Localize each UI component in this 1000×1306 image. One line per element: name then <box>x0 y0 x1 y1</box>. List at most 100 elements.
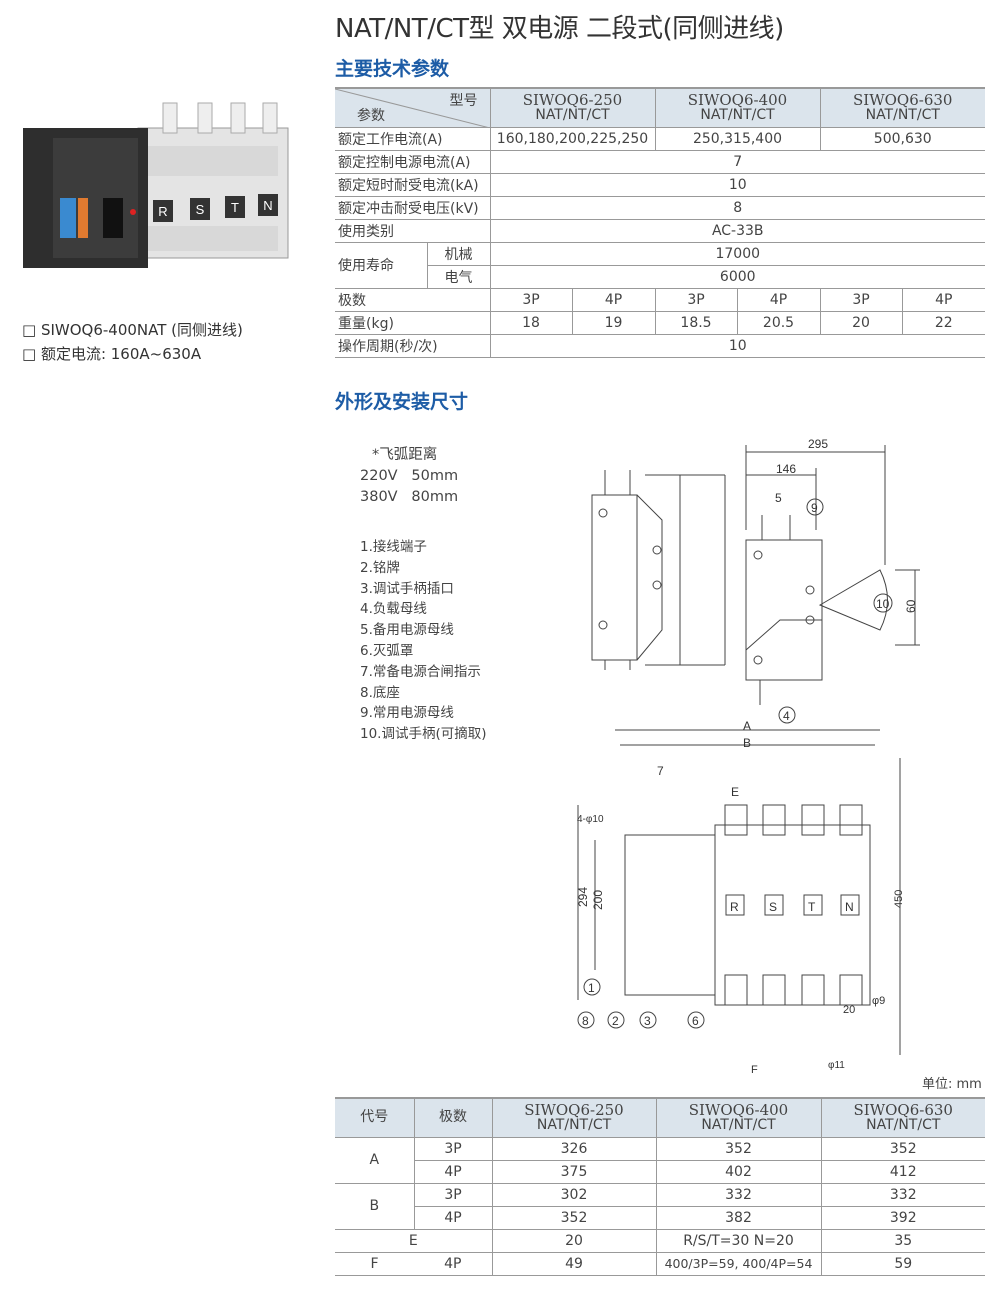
dim_table-B-v4-0: 352 <box>491 1206 656 1230</box>
spec_table-weight-label: 重量(kg) <box>335 311 490 335</box>
spec_table-control_current-label: 额定控制电源电流(A) <box>335 150 490 174</box>
drawing_labels-F: F <box>751 1064 758 1076</box>
dim_table-B-v3-2: 332 <box>820 1183 985 1207</box>
dim_table-models-0-series: NAT/NT/CT <box>536 1116 612 1133</box>
phase-label: S <box>769 900 777 914</box>
corner-param-label: 参数 <box>357 108 385 124</box>
phase-label: R <box>730 900 739 914</box>
dim_table-models-2-series: NAT/NT/CT <box>866 1116 941 1133</box>
spec_table-weight-values-5: 22 <box>901 311 985 335</box>
dim_table-F-values-0: 49 <box>491 1252 656 1276</box>
dim_table-A-v3-2: 352 <box>820 1137 985 1161</box>
legend-item: 5.备用电源母线 <box>360 622 454 639</box>
dim_table-E-values-0: 20 <box>491 1229 656 1253</box>
dim_table-A-v4-2: 412 <box>820 1160 985 1184</box>
legend-item: 1.接线端子 <box>360 539 427 555</box>
spec_table-models-2-series: NAT/NT/CT <box>865 106 940 123</box>
drawing_labels-n7: 7 <box>657 764 664 778</box>
dim_table-A-code: A <box>335 1137 414 1184</box>
spec_table-models-1-series: NAT/NT/CT <box>700 106 775 123</box>
dim_table-A-p3: 3P <box>413 1137 492 1161</box>
spec_table-life-label: 使用寿命 <box>335 242 427 289</box>
product-body <box>23 102 289 268</box>
product-caption-model: □ SIWOQ6-400NAT (同侧进线) <box>22 321 243 339</box>
arc_distance-title: *飞弧距离 <box>372 447 438 463</box>
legend-item: 8.底座 <box>360 684 400 701</box>
spec_table-category-value: AC-33B <box>489 219 985 243</box>
drawing_labels-d450: 450 <box>893 890 905 908</box>
drawing_labels-B: B <box>743 736 751 750</box>
spec_table-life-mech_label: 机械 <box>426 242 490 266</box>
phase-label: N <box>845 900 854 914</box>
spec_table-poles-values-2: 3P <box>654 288 737 312</box>
dim_table-models-0-name: SIWOQ6-250 <box>524 1100 624 1119</box>
drawing_labels-n8: 8 <box>582 1014 589 1028</box>
table-row: 额定控制电源电流(A)7 <box>335 150 985 174</box>
dim_table-A-v4-0: 375 <box>491 1160 656 1184</box>
spec_table-poles-values-0: 3P <box>489 288 572 312</box>
dim_table-B-p3: 3P <box>413 1183 492 1207</box>
legend-item: 7.常备电源合闸指示 <box>360 663 481 680</box>
spec_table-models-2-name: SIWOQ6-630 <box>853 90 953 109</box>
drawing_labels-d20: 20 <box>843 1004 855 1016</box>
spec_table-poles-values-1: 4P <box>571 288 655 312</box>
spec_table-weight-values-0: 18 <box>489 311 572 335</box>
dim_table-A-v4-1: 402 <box>655 1160 821 1184</box>
spec_table-poles-label: 极数 <box>335 288 490 312</box>
section-heading-specs: 主要技术参数 <box>335 58 450 80</box>
spec_table-weight-values-3: 20.5 <box>736 311 820 335</box>
dim_table-B-v4-2: 392 <box>820 1206 985 1230</box>
table-row: 额定冲击耐受电压(kV)8 <box>335 196 985 220</box>
dim_table-A-v3-0: 326 <box>491 1137 656 1161</box>
spec_table-models-0-name: SIWOQ6-250 <box>522 90 623 109</box>
spec_table-weight-values-4: 20 <box>819 311 902 335</box>
drawing_labels-d200: 200 <box>591 890 605 910</box>
table-row: 额定短时耐受电流(kA)10 <box>335 173 985 197</box>
dim_table-E-values-1: R/S/T=30 N=20 <box>655 1229 821 1253</box>
dim_table-B-v3-1: 332 <box>655 1183 821 1207</box>
side-view <box>591 470 726 670</box>
phase-label: N <box>263 198 272 213</box>
drawing_labels-d295: 295 <box>808 437 828 451</box>
spec_table-life-elec_label: 电气 <box>426 265 490 289</box>
right-view: 295 146 5 9 10 60 4 <box>745 437 920 724</box>
spec_table-rated_current-values-0: 160,180,200,225,250 <box>489 127 655 151</box>
spec_table-short_time-label: 额定短时耐受电流(kA) <box>335 173 490 197</box>
spec_table-rated_current-values-2: 500,630 <box>819 127 985 151</box>
dim_table-h_poles: 极数 <box>413 1098 492 1138</box>
legend-item: 9.常用电源母线 <box>360 705 454 722</box>
spec_table-rated_current-values-1: 250,315,400 <box>654 127 820 151</box>
dim_table-h_code: 代号 <box>335 1098 414 1138</box>
drawing_labels-holes: 4-φ10 <box>577 814 604 825</box>
dim_table-B-v3-0: 302 <box>491 1183 656 1207</box>
arc-distance: *飞弧距离 220V 50mm 380V 80mm <box>360 445 458 507</box>
drawing_labels-n9: 9 <box>811 501 818 515</box>
spec_table-rated_current-label: 额定工作电流(A) <box>335 127 490 151</box>
drawing_labels-n3: 3 <box>644 1014 651 1028</box>
section-heading-dims: 外形及安装尺寸 <box>335 391 469 413</box>
drawing_labels-A: A <box>743 719 751 733</box>
dim_table-F-values-1: 400/3P=59, 400/4P=54 <box>655 1252 821 1276</box>
drawing_labels-n10: 10 <box>876 597 890 611</box>
spec_table-short_time-value: 10 <box>489 173 985 197</box>
legend-item: 4.负载母线 <box>360 601 427 618</box>
spec_table-cycle-label: 操作周期(秒/次) <box>335 334 490 358</box>
unit-label: 单位: mm <box>922 1077 982 1092</box>
spec_table-life-elec: 6000 <box>489 265 985 289</box>
drawing_labels-n4: 4 <box>783 709 790 723</box>
legend-item: 6.灭弧罩 <box>360 642 414 659</box>
dim_table-B-p4: 4P <box>413 1206 492 1230</box>
drawing_labels-n1: 1 <box>588 981 595 995</box>
legend-item: 2.铭牌 <box>360 559 400 576</box>
